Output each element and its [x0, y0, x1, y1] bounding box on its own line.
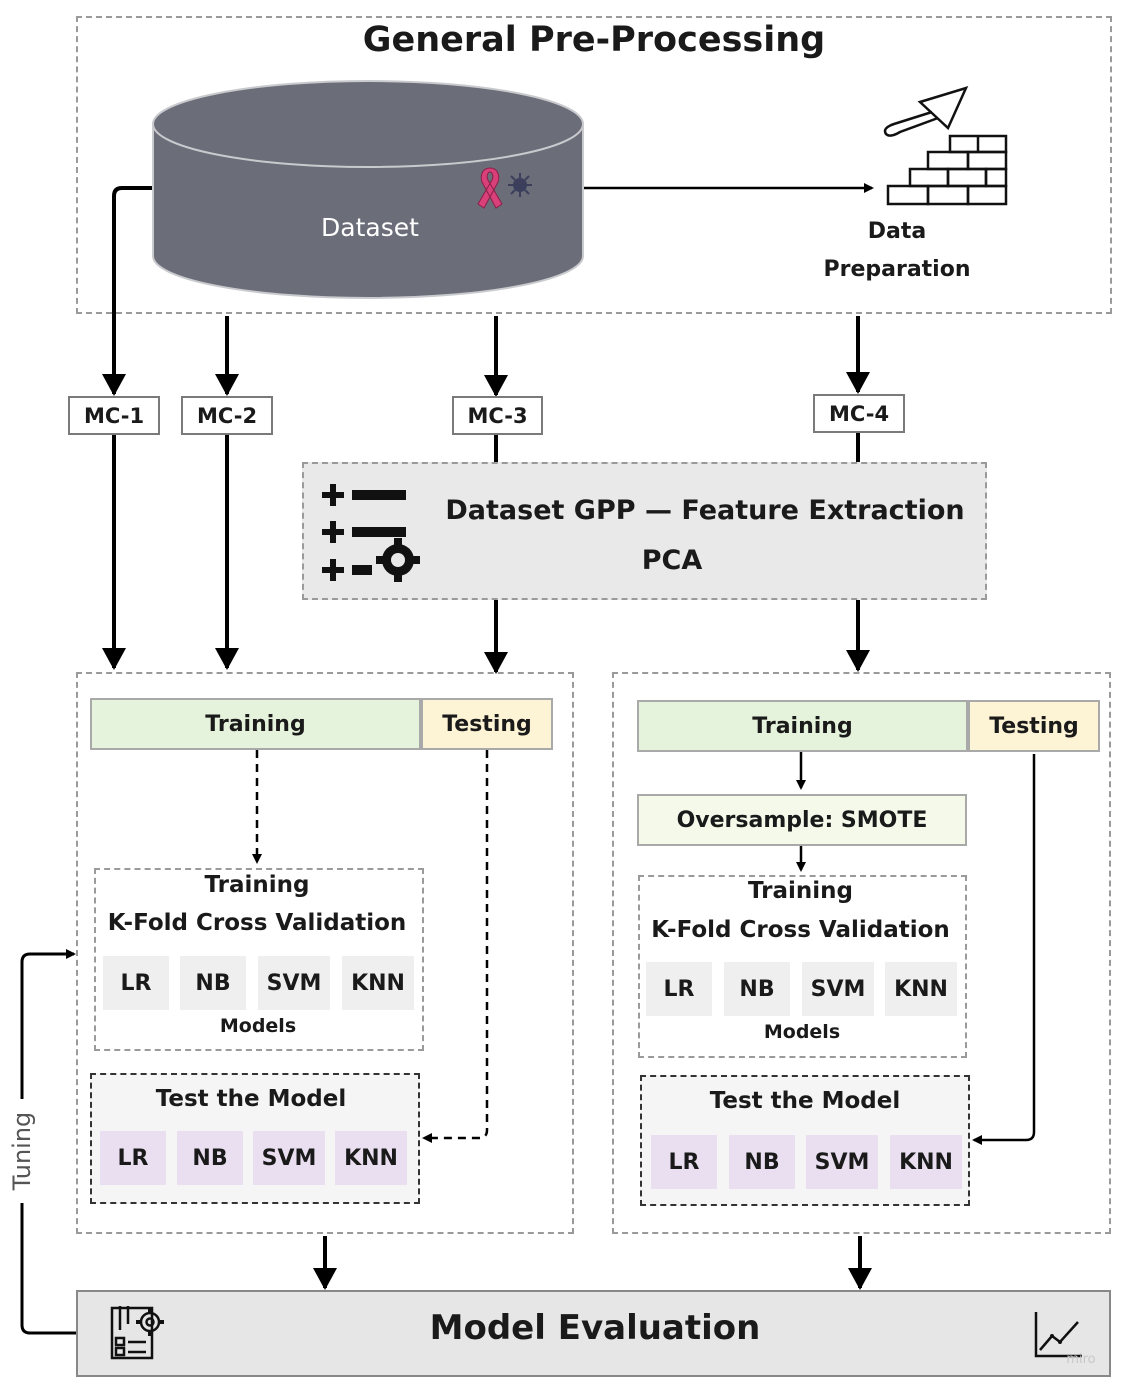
brick-wall-trowel-icon	[883, 86, 1008, 206]
virus-icon	[508, 173, 532, 197]
feature-list-gear-icon	[322, 484, 420, 582]
right-test-model-svm: SVM	[806, 1135, 878, 1189]
left-block	[76, 672, 574, 1234]
evaluation-title: Model Evaluation	[429, 1308, 761, 1348]
left-cv-title2: K-Fold Cross Validation	[107, 910, 407, 936]
mc1-label[interactable]: MC-1	[68, 396, 160, 435]
left-training-bar[interactable]: Training	[90, 698, 421, 750]
left-model-knn: KNN	[342, 956, 414, 1010]
mc3-label[interactable]: MC-3	[452, 396, 543, 435]
dataset-label: Dataset	[321, 213, 419, 242]
left-test-title: Test the Model	[155, 1086, 347, 1112]
dataset-cylinder[interactable]	[150, 76, 586, 302]
mc2-label[interactable]: MC-2	[181, 396, 273, 435]
left-test-model-lr: LR	[100, 1131, 166, 1185]
feature-extraction-method: PCA	[641, 545, 703, 576]
miro-watermark: miro	[1066, 1352, 1096, 1367]
right-training-bar[interactable]: Training	[637, 700, 968, 752]
awareness-ribbon-icon	[477, 167, 503, 209]
right-testing-bar[interactable]: Testing	[968, 700, 1100, 752]
arrow-left-test-to-testmodel	[422, 750, 489, 1143]
right-model-svm: SVM	[802, 962, 874, 1016]
arrow-right-test-to-testmodel	[972, 754, 1036, 1145]
left-model-nb: NB	[180, 956, 246, 1010]
right-cv-title2: K-Fold Cross Validation	[651, 917, 950, 943]
arrow-dataset-to-mc1	[102, 186, 153, 396]
right-model-nb: NB	[724, 962, 790, 1016]
feature-extraction-title: Dataset GPP — Feature Extraction	[445, 495, 965, 526]
evaluation-box[interactable]	[76, 1290, 1111, 1377]
trend-chart-icon	[1034, 1312, 1082, 1358]
left-test-model-nb: NB	[177, 1131, 243, 1185]
report-gear-icon	[110, 1306, 164, 1360]
right-cv-title1: Training	[747, 878, 853, 904]
left-test-model-knn: KNN	[335, 1131, 407, 1185]
mc4-label[interactable]: MC-4	[813, 394, 905, 433]
feature-extraction-box	[302, 462, 987, 600]
data-prep-line2: Preparation	[823, 257, 971, 282]
right-models-label: Models	[763, 1021, 841, 1043]
right-model-knn: KNN	[885, 962, 957, 1016]
right-model-lr: LR	[646, 962, 712, 1016]
left-model-lr: LR	[103, 956, 169, 1010]
right-test-model-lr: LR	[651, 1135, 717, 1189]
left-cv-title1: Training	[204, 872, 310, 898]
right-block	[612, 672, 1111, 1234]
left-testing-bar[interactable]: Testing	[421, 698, 553, 750]
left-test-model-svm: SVM	[253, 1131, 325, 1185]
preprocessing-box	[76, 16, 1112, 314]
left-models-label: Models	[219, 1015, 297, 1037]
right-test-model-nb: NB	[729, 1135, 795, 1189]
right-test-title: Test the Model	[709, 1088, 901, 1114]
data-prep-line1: Data	[867, 219, 927, 244]
left-model-svm: SVM	[258, 956, 330, 1010]
tuning-label: Tuning	[7, 1099, 37, 1203]
right-test-model-knn: KNN	[890, 1135, 962, 1189]
right-cv-box	[638, 875, 967, 1058]
right-smote-box[interactable]: Oversample: SMOTE	[637, 794, 967, 846]
left-cv-box	[94, 868, 424, 1051]
preprocessing-title: General Pre-Processing	[362, 20, 826, 60]
